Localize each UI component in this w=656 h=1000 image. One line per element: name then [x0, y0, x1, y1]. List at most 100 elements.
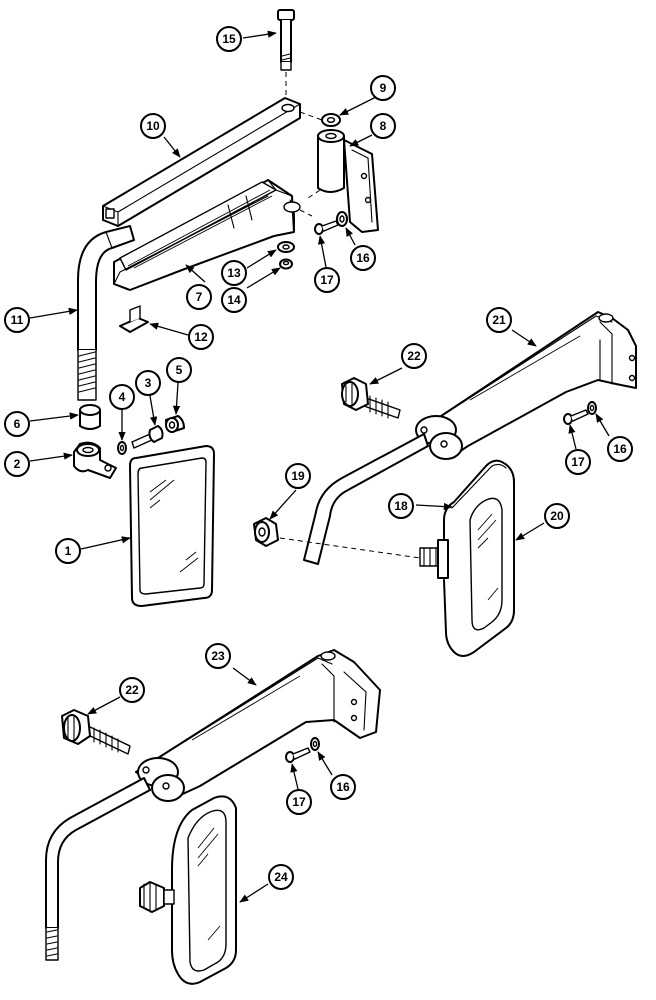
- mirror-24: [139, 795, 237, 985]
- leader-16-top: [345, 227, 356, 246]
- callout-10: 10: [140, 113, 166, 139]
- leader-8: [349, 134, 373, 147]
- leader-2: [29, 452, 73, 462]
- bolt-3: [131, 425, 164, 449]
- leader-17-bottom: [290, 763, 299, 790]
- leader-3: [149, 395, 158, 426]
- callout-13: 13: [221, 260, 247, 286]
- arm-7: [113, 179, 301, 291]
- mirror-1: [129, 445, 215, 607]
- leader-13: [246, 249, 277, 269]
- leader-1: [80, 536, 131, 550]
- washer-16-top: [336, 211, 348, 227]
- callout-17-top: 17: [314, 267, 340, 293]
- washer-13: [277, 241, 295, 253]
- callout-14: 14: [221, 287, 247, 313]
- leader-7: [185, 264, 206, 283]
- bolt-15: [277, 9, 295, 71]
- callout-23: 23: [205, 643, 231, 669]
- leader-18: [415, 502, 453, 511]
- callout-4-label: 4: [119, 390, 126, 404]
- callout-21-label: 21: [492, 313, 506, 327]
- callout-17-top-label: 17: [320, 273, 334, 287]
- callout-17-middle-label: 17: [571, 455, 585, 469]
- callout-4: 4: [109, 384, 135, 410]
- callout-1: 1: [55, 538, 81, 564]
- t-bolt-12: [119, 305, 149, 333]
- callout-5-label: 5: [176, 363, 183, 377]
- callout-21: 21: [486, 307, 512, 333]
- callout-12-label: 12: [194, 330, 208, 344]
- callout-24: 24: [268, 864, 294, 890]
- leader-16-middle: [595, 413, 610, 437]
- leader-12: [149, 322, 189, 336]
- callout-20: 20: [544, 503, 570, 529]
- callout-8: 8: [370, 113, 396, 139]
- leader-22-bottom: [87, 696, 121, 715]
- bar-10: [102, 97, 301, 227]
- callout-15: 15: [216, 26, 242, 52]
- leader-16-bottom: [317, 751, 333, 776]
- assembly-line-8b: [299, 209, 313, 217]
- callout-16-middle: 16: [607, 436, 633, 462]
- mirror-20: [419, 459, 515, 657]
- assembly-line-19: [279, 537, 421, 559]
- callout-17-middle: 17: [565, 449, 591, 475]
- leader-5: [172, 382, 181, 415]
- callout-11: 11: [4, 307, 30, 333]
- callout-5: 5: [166, 357, 192, 383]
- callout-2-label: 2: [14, 457, 21, 471]
- leader-20: [515, 522, 545, 541]
- callout-17-bottom: 17: [286, 789, 312, 815]
- callout-22-middle: 22: [401, 343, 427, 369]
- assembly-line-8a: [304, 189, 321, 201]
- callout-16-top: 16: [350, 245, 376, 271]
- callout-24-label: 24: [274, 870, 288, 884]
- bracket-8: [317, 129, 379, 233]
- rod-bottom: [45, 777, 151, 961]
- callout-16-top-label: 16: [356, 251, 370, 265]
- knob-22-middle: [341, 377, 401, 419]
- leader-17-top: [317, 235, 327, 268]
- callout-12: 12: [188, 324, 214, 350]
- washer-16-bottom: [310, 737, 320, 751]
- knob-22-bottom: [61, 709, 131, 755]
- callout-3: 3: [135, 370, 161, 396]
- callout-17-bottom-label: 17: [292, 795, 306, 809]
- callout-3-label: 3: [145, 376, 152, 390]
- assembly-line-9: [299, 111, 323, 121]
- callout-11-label: 11: [11, 313, 24, 327]
- callout-18-label: 18: [394, 499, 408, 513]
- leader-19: [269, 489, 297, 520]
- leader-23: [232, 667, 257, 686]
- leader-24: [239, 883, 269, 903]
- screw-17-bottom: [285, 747, 311, 763]
- arm-23: [135, 649, 381, 802]
- callout-6-label: 6: [14, 417, 21, 431]
- leader-21: [511, 329, 537, 347]
- leader-17-middle: [568, 424, 577, 450]
- callout-8-label: 8: [380, 119, 387, 133]
- callout-19: 19: [285, 463, 311, 489]
- spacer-6: [79, 404, 101, 430]
- screw-17-top: [314, 220, 339, 235]
- callout-18: 18: [388, 493, 414, 519]
- clamp-2: [73, 441, 117, 479]
- callout-20-label: 20: [550, 509, 564, 523]
- washer-16-middle: [587, 401, 597, 415]
- arm-21: [415, 311, 637, 460]
- callout-16-middle-label: 16: [613, 442, 627, 456]
- callout-22-middle-label: 22: [407, 349, 421, 363]
- callout-16-bottom: 16: [330, 774, 356, 800]
- callout-6: 6: [4, 411, 30, 437]
- leader-10: [163, 136, 181, 158]
- callout-13-label: 13: [227, 266, 241, 280]
- callout-23-label: 23: [211, 649, 225, 663]
- callout-22-bottom-label: 22: [125, 683, 139, 697]
- leader-22-middle: [369, 367, 403, 385]
- nut-19: [253, 517, 279, 547]
- callout-10-label: 10: [146, 119, 160, 133]
- callout-14-label: 14: [227, 293, 241, 307]
- callout-1-label: 1: [65, 544, 72, 558]
- callout-15-label: 15: [222, 32, 236, 46]
